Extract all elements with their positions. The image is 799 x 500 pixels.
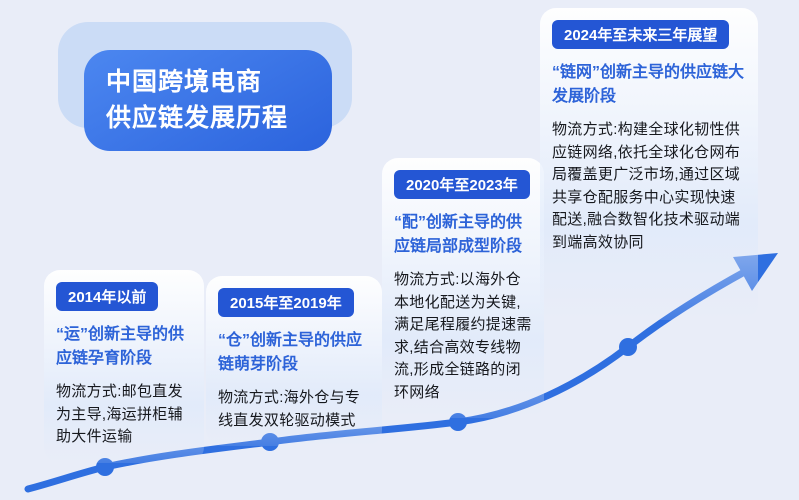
stage-body-2024-future: 物流方式:构建全球化韧性供应链网络,依托全球化仓网布局覆盖更广泛市场,通过区域共… (552, 121, 741, 251)
stage-card-2015-2019: 2015年至2019年 “仓”创新主导的供应链萌芽阶段 物流方式:海外仓与专线直… (206, 276, 382, 446)
stage-title-2015-2019: “仓”创新主导的供应链萌芽阶段 (218, 332, 363, 373)
stage-body-2015-2019: 物流方式:海外仓与专线直发双轮驱动模式 (218, 389, 361, 429)
stage-body-2020-2023: 物流方式:以海外仓本地化配送为关键,满足尾程履约提速需求,结合高效专线物流,形成… (394, 271, 532, 401)
stage-card-2024-future: 2024年至未来三年展望 “链网”创新主导的供应链大发展阶段 物流方式:构建全球… (540, 8, 758, 320)
timeline-dot-2014 (96, 458, 114, 476)
stage-badge-2024-future: 2024年至未来三年展望 (552, 20, 730, 49)
stage-badge-2020-2023: 2020年至2023年 (394, 170, 530, 199)
main-title: 中国跨境电商 供应链发展历程 (84, 50, 332, 151)
main-title-line-1: 中国跨境电商 (106, 68, 263, 96)
stage-title-2020-2023: “配”创新主导的供应链局部成型阶段 (394, 214, 523, 255)
stage-card-2020-2023: 2020年至2023年 “配”创新主导的供应链局部成型阶段 物流方式:以海外仓本… (382, 158, 544, 418)
stage-body-2014: 物流方式:邮包直发为主导,海运拼柜辅助大件运输 (56, 383, 183, 445)
stage-title-2024-future: “链网”创新主导的供应链大发展阶段 (552, 64, 745, 105)
timeline-dot-2024 (619, 338, 637, 356)
stage-badge-2015-2019: 2015年至2019年 (218, 288, 354, 317)
stage-badge-2014: 2014年以前 (56, 282, 159, 311)
main-title-line-2: 供应链发展历程 (106, 104, 289, 133)
stage-title-2014: “运”创新主导的供应链孕育阶段 (56, 326, 185, 367)
stage-card-2014: 2014年以前 “运”创新主导的供应链孕育阶段 物流方式:邮包直发为主导,海运拼… (44, 270, 204, 463)
